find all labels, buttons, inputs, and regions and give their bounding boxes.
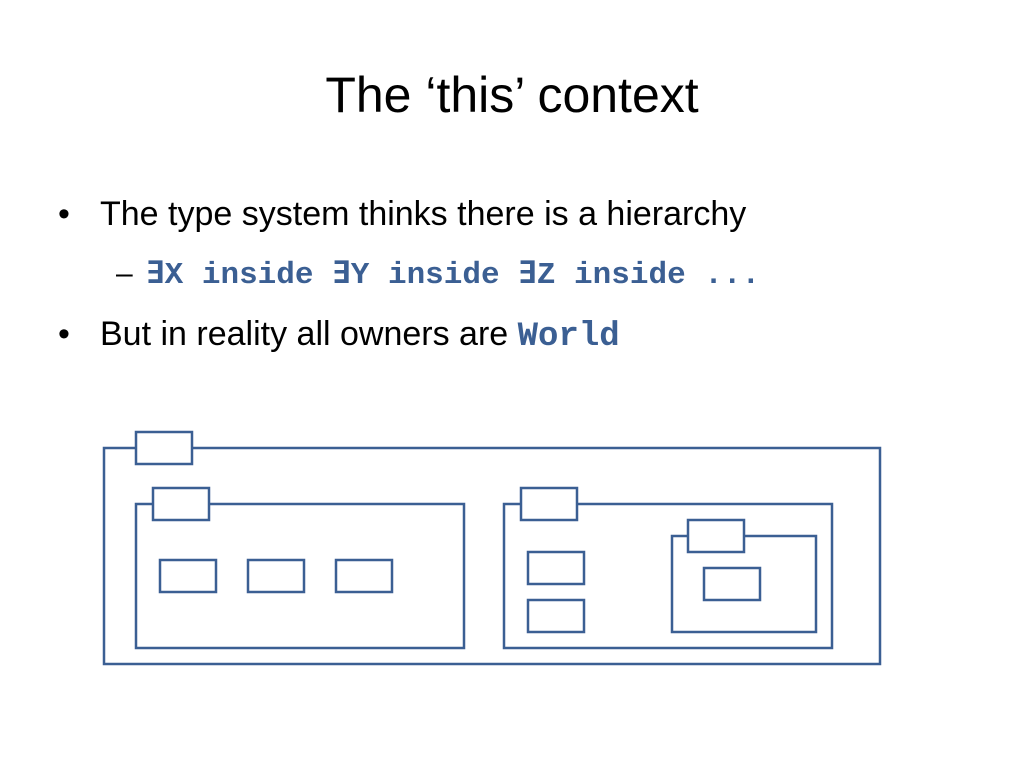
- bullet-marker: •: [58, 195, 70, 233]
- bullet-type-system: • The type system thinks there is a hiera…: [58, 192, 746, 236]
- bullet-marker: •: [58, 315, 70, 353]
- bullet-owners-world: • But in reality all owners are World: [58, 312, 620, 359]
- slide-title: The ‘this’ context: [325, 67, 699, 123]
- right-object-1: [526, 550, 586, 586]
- bullet-text: But in reality all owners are: [100, 315, 518, 353]
- right-object-2: [526, 598, 586, 634]
- right-box-tab: [519, 486, 579, 522]
- nested-box-tab: [686, 518, 746, 554]
- sub-bullet-hierarchy: –∃X inside ∃Y inside ∃Z inside ...: [116, 254, 760, 296]
- left-object-1: [158, 558, 218, 594]
- left-object-2: [246, 558, 306, 594]
- left-object-3: [334, 558, 394, 594]
- left-box-tab: [151, 486, 211, 522]
- hierarchy-code: ∃X inside ∃Y inside ∃Z inside ...: [146, 258, 761, 293]
- bullet-text: The type system thinks there is a hierar…: [100, 195, 747, 233]
- nested-object: [702, 566, 762, 602]
- world-code: World: [517, 318, 620, 356]
- outer-box-tab: [134, 430, 194, 466]
- sub-bullet-marker: –: [116, 257, 133, 290]
